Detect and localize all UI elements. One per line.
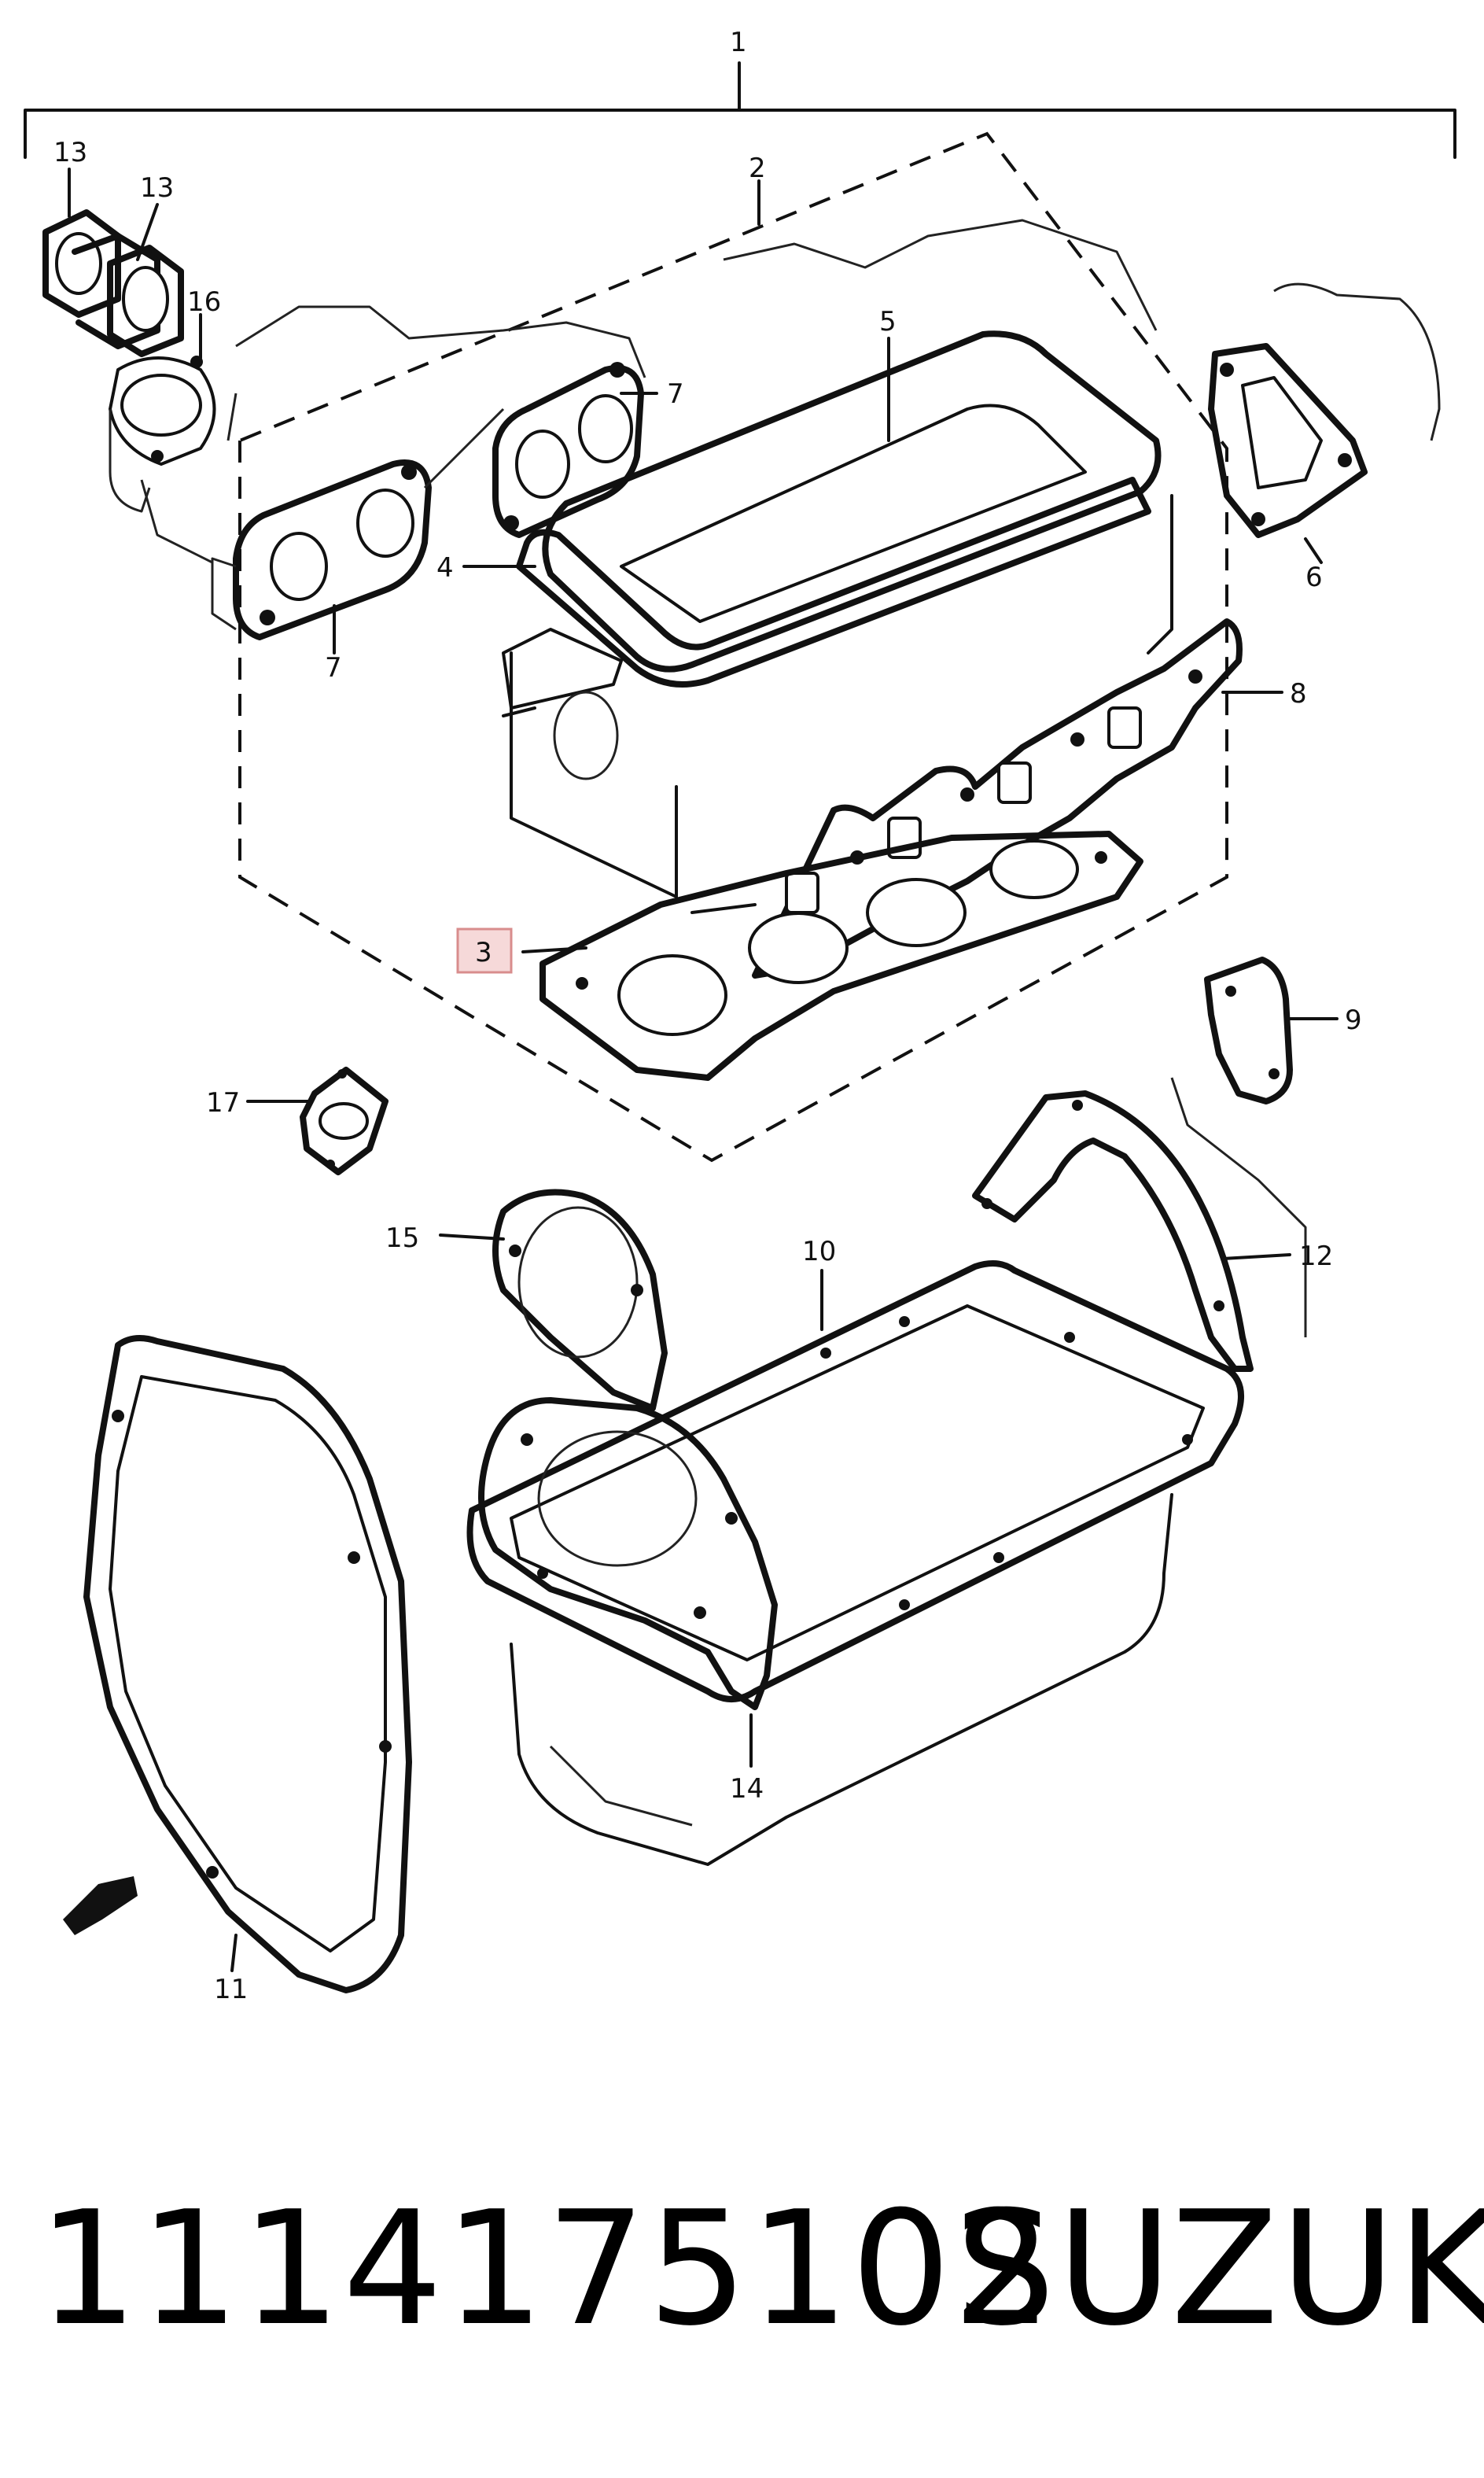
cylinder-head-gasket-3 [539,831,1143,1081]
intake-manifold-gasket-8 [752,618,1243,979]
housing-gasket-6 [1208,282,1441,538]
part-number: 1114175102 [38,2177,1055,2361]
valve-cover-gasket-5 [542,330,1162,673]
callout-16[interactable]: 16 [187,286,221,318]
callout-3[interactable]: 3 [475,937,492,968]
callout-13-left[interactable]: 13 [53,137,87,168]
manifold-gasket-7-right [492,362,644,538]
callout-6[interactable]: 6 [1305,562,1323,593]
gasket-17 [300,1067,388,1175]
cylinder-head-outline [502,494,1173,898]
brand-name: SUZUKI [956,2177,1484,2361]
caption-bar: 1114175102 SUZUKI [0,2179,1484,2360]
callout-7-right[interactable]: 7 [667,378,684,410]
callout-15[interactable]: 15 [385,1222,419,1254]
callout-1[interactable]: 1 [730,27,747,58]
callout-7-left[interactable]: 7 [325,652,342,684]
oil-pan-outline [510,1493,1173,1866]
callout-14[interactable]: 14 [730,1773,764,1805]
callout-4[interactable]: 4 [436,552,454,584]
timing-cover-gasket-12 [972,1077,1307,1372]
belt-cover-gasket-11 [83,1335,412,1993]
exploded-parts-diagram: 1 2 3 4 5 6 7 7 8 9 10 11 12 13 13 14 15… [24,27,1456,2005]
upper-set-dashed-box-2 [238,131,1228,1163]
callout-9[interactable]: 9 [1345,1005,1362,1036]
seal-housing-gasket-14 [478,1397,778,1710]
callout-17[interactable]: 17 [206,1087,240,1119]
oil-pan-gasket-10 [466,1260,1244,1702]
water-outlet-gaskets-13 [42,209,184,357]
intake-manifold-outline [226,305,646,489]
callout-8[interactable]: 8 [1290,678,1307,710]
callout-2[interactable]: 2 [749,153,766,184]
callout-highlight [456,927,513,974]
gasket-9 [1204,957,1293,1104]
thermostat-gasket-16 [109,356,216,513]
callout-13-right[interactable]: 13 [140,172,174,204]
kit-bracket-1 [24,61,1456,159]
gasket-15 [492,1189,668,1411]
callout-11[interactable]: 11 [214,1974,248,2005]
valve-cover-4 [516,219,1158,688]
front-arrow-icon [63,1876,138,1935]
callout-numbers: 1 2 3 4 5 6 7 7 8 9 10 11 12 13 13 14 15… [53,27,1362,2005]
leader-lines [68,168,1339,1972]
callout-12[interactable]: 12 [1299,1241,1333,1272]
manifold-gasket-7-left [140,459,432,640]
callout-5[interactable]: 5 [879,306,897,337]
callout-10[interactable]: 10 [802,1236,836,1267]
